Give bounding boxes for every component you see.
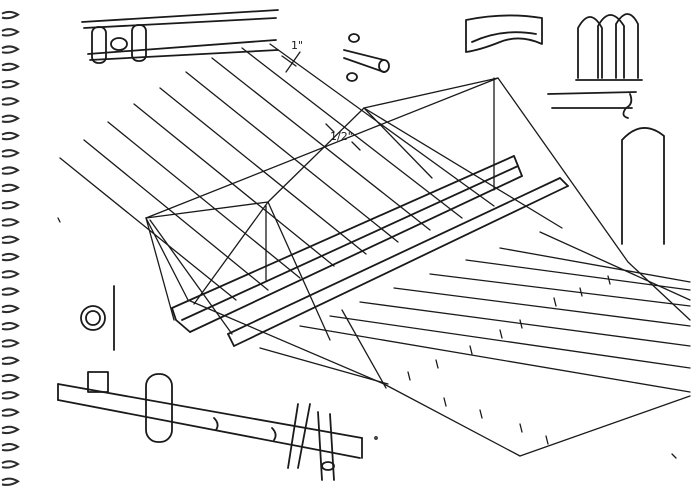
sketch-dowel-detail bbox=[343, 33, 390, 82]
binding-ring bbox=[1, 270, 20, 279]
sketch-fitting-detail bbox=[81, 9, 279, 64]
binding-ring bbox=[1, 10, 20, 20]
binding-ring bbox=[1, 45, 20, 54]
binding-ring bbox=[1, 235, 20, 244]
thickness-label: 1" bbox=[291, 39, 303, 52]
binding-ring bbox=[1, 252, 20, 262]
sketch-main-structure bbox=[59, 43, 691, 457]
spacing-label: 1/2" bbox=[330, 130, 353, 143]
sketch-stray-marks bbox=[57, 217, 677, 459]
binding-ring bbox=[1, 304, 20, 314]
binding-ring bbox=[1, 460, 20, 469]
sketch-thickness-dimension bbox=[281, 51, 301, 73]
sketch-bracket-detail bbox=[465, 14, 543, 53]
binding-ring bbox=[1, 149, 20, 158]
sketch-ring-detail bbox=[80, 285, 115, 351]
binding-ring bbox=[1, 114, 20, 123]
binding-ring bbox=[1, 477, 20, 486]
binding-ring bbox=[1, 443, 20, 452]
binding-ring bbox=[1, 373, 20, 383]
binding-ring bbox=[1, 356, 20, 365]
binding-ring bbox=[1, 339, 20, 348]
sketch-tall-arch bbox=[621, 127, 665, 245]
binding-ring bbox=[1, 97, 20, 106]
binding-ring bbox=[1, 131, 20, 141]
binding-ring bbox=[1, 183, 20, 193]
binding-ring bbox=[1, 425, 20, 435]
binding-ring bbox=[1, 201, 20, 210]
binding-ring bbox=[1, 408, 20, 417]
sketch-rail-hook bbox=[547, 91, 637, 119]
sketch-central-beam bbox=[171, 155, 569, 347]
binding-ring bbox=[1, 322, 20, 331]
binding-ring bbox=[1, 287, 20, 296]
binding-ring bbox=[1, 62, 20, 72]
binding-ring bbox=[1, 80, 20, 89]
sketch-spacing-dimension bbox=[325, 123, 361, 151]
binding-ring bbox=[1, 391, 20, 400]
binding-ring bbox=[1, 218, 20, 227]
sketch-arched-window bbox=[575, 13, 643, 81]
sketch-pole-assembly bbox=[57, 371, 363, 481]
spiral-binding bbox=[1, 10, 20, 486]
binding-ring bbox=[1, 28, 20, 37]
binding-ring bbox=[1, 166, 20, 175]
